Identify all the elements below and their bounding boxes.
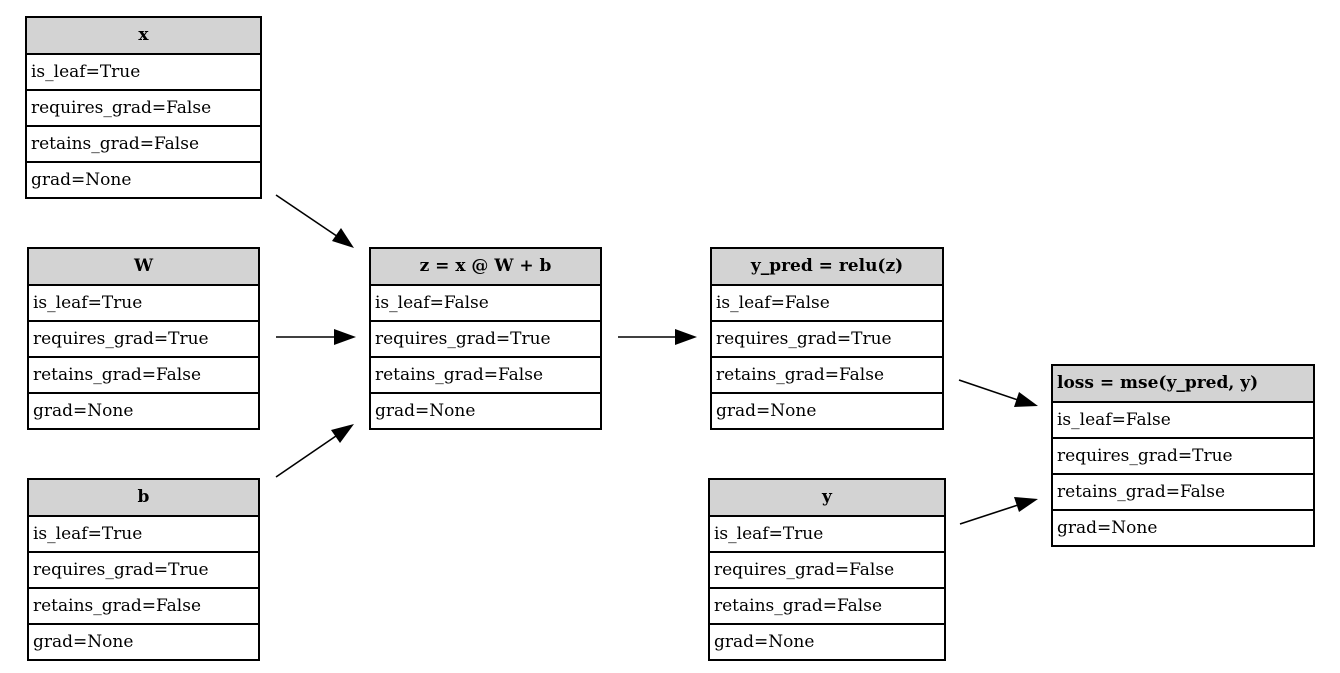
node-attr-is-leaf: is_leaf=True [29, 286, 258, 322]
node-title: b [29, 480, 258, 517]
edge-W-to-z-arrowhead [334, 329, 356, 345]
node-attr-retains-grad: retains_grad=False [1053, 475, 1313, 511]
node-attr-is-leaf: is_leaf=False [1053, 403, 1313, 439]
node-attr-requires-grad: requires_grad=True [29, 322, 258, 358]
node-attr-grad: grad=None [714, 632, 815, 652]
edge-y-to-loss [959, 504, 1019, 525]
node-attr-requires-grad: requires_grad=False [710, 553, 944, 589]
node-W: W is_leaf=True requires_grad=True retain… [27, 247, 260, 430]
node-title: loss = mse(y_pred, y) [1053, 366, 1313, 403]
node-z: z = x @ W + b is_leaf=False requires_gra… [369, 247, 602, 430]
edge-y-pred-to-loss [958, 379, 1019, 401]
node-title: y_pred = relu(z) [712, 249, 942, 286]
node-attr-retains-grad: retains_grad=False [29, 589, 258, 625]
edge-z-to-y-pred-arrowhead [675, 329, 697, 345]
node-title: x [27, 18, 260, 55]
node-attr-retains-grad: retains_grad=False [371, 358, 600, 394]
node-attr-is-leaf: is_leaf=True [710, 517, 944, 553]
node-title: y [710, 480, 944, 517]
edge-b-to-z [275, 435, 337, 478]
node-attr-retains-grad: retains_grad=False [710, 589, 944, 625]
edge-y-to-loss-arrowhead [1014, 497, 1038, 512]
node-attr-requires-grad: requires_grad=True [712, 322, 942, 358]
node-x: x is_leaf=True requires_grad=False retai… [25, 16, 262, 199]
node-attr-grad: grad=None [1057, 518, 1158, 538]
node-attr-retains-grad: retains_grad=False [712, 358, 942, 394]
node-attr-is-leaf: is_leaf=False [371, 286, 600, 322]
node-title: z = x @ W + b [371, 249, 600, 286]
node-attr-requires-grad: requires_grad=True [29, 553, 258, 589]
node-loss: loss = mse(y_pred, y) is_leaf=False requ… [1051, 364, 1315, 547]
node-attr-is-leaf: is_leaf=True [29, 517, 258, 553]
node-attr-requires-grad: requires_grad=False [27, 91, 260, 127]
node-b: b is_leaf=True requires_grad=True retain… [27, 478, 260, 661]
node-attr-grad: grad=None [375, 401, 476, 421]
edge-y-pred-to-loss-arrowhead [1014, 392, 1038, 407]
node-y-pred: y_pred = relu(z) is_leaf=False requires_… [710, 247, 944, 430]
node-y: y is_leaf=True requires_grad=False retai… [708, 478, 946, 661]
node-attr-requires-grad: requires_grad=True [371, 322, 600, 358]
node-attr-requires-grad: requires_grad=True [1053, 439, 1313, 475]
node-attr-grad: grad=None [31, 170, 132, 190]
node-attr-is-leaf: is_leaf=False [712, 286, 942, 322]
edge-x-to-z-arrowhead [332, 228, 354, 248]
node-attr-is-leaf: is_leaf=True [27, 55, 260, 91]
edge-b-to-z-arrowhead [331, 424, 354, 443]
node-attr-grad: grad=None [716, 401, 817, 421]
node-attr-retains-grad: retains_grad=False [29, 358, 258, 394]
node-title: W [29, 249, 258, 286]
node-attr-grad: grad=None [33, 401, 134, 421]
node-attr-retains-grad: retains_grad=False [27, 127, 260, 163]
node-attr-grad: grad=None [33, 632, 134, 652]
